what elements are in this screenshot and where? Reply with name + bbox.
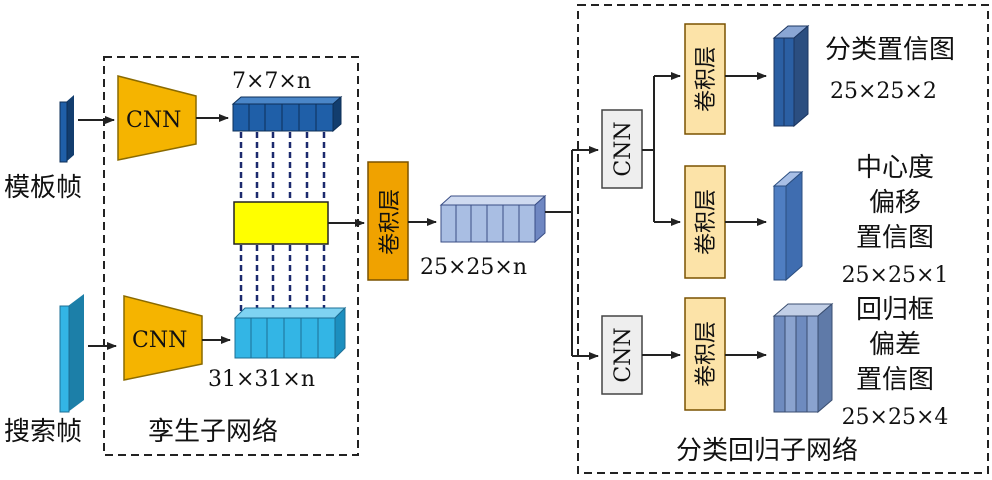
template-cnn [117,75,197,161]
head-cnn-bottom-label: CNN [611,327,636,382]
head-conv-2-label: 卷积层 [694,189,719,255]
top-cnn-split [642,76,655,222]
fusion-conv-layer [367,161,409,281]
head-conv-1-label: 卷积层 [694,46,719,112]
head-conv-1 [684,23,726,135]
fusion-feature-stack [439,194,547,244]
classification-map [772,24,810,128]
template-cnn-label: CNN [126,108,181,133]
head-frame [577,4,989,474]
branch-3-name-line-3: 置信图 [856,365,934,395]
search-frame-slab [59,294,84,413]
search-cnn-label: CNN [132,328,187,353]
branch-1-name: 分类置信图 [825,35,955,65]
head-cnn-bottom [601,315,643,395]
branch-3-name-line-2: 偏差 [869,330,921,360]
search-connectors [239,245,326,318]
search-label: 搜索帧 [4,417,82,447]
template-connectors [239,132,326,202]
search-feature-stack [233,306,347,360]
branch-3-name-line-1: 回归框 [856,295,934,325]
siamese-title: 孪生子网络 [148,417,278,447]
branch-2-name-line-3: 置信图 [856,223,934,253]
fusion-output-dim: 25×25×n [420,255,527,280]
regression-map [772,302,834,414]
template-frame-slab [59,95,74,163]
correlation-box [233,201,329,245]
head-conv-3-label: 卷积层 [694,321,719,387]
branch-2-name-line-1: 中心度 [856,153,934,183]
branch-1-dim: 25×25×2 [830,79,937,104]
branch-2-dim: 25×25×1 [842,263,949,288]
branch-2-name-line-2: 偏移 [869,188,921,218]
head-conv-3 [684,297,726,411]
branch-3-dim: 25×25×4 [842,405,949,430]
centerness-map [772,170,804,282]
head-cnn-top-label: CNN [611,121,636,176]
template-label: 模板帧 [4,173,82,203]
split-connector [545,150,573,356]
siamese-frame [103,56,359,456]
search-feature-dim: 31×31×n [208,367,315,392]
head-title: 分类回归子网络 [676,436,858,466]
fusion-conv-label: 卷积层 [378,189,403,255]
template-feature-dim: 7×7×n [232,69,311,94]
search-cnn [123,295,203,381]
template-feature-stack [231,95,343,133]
